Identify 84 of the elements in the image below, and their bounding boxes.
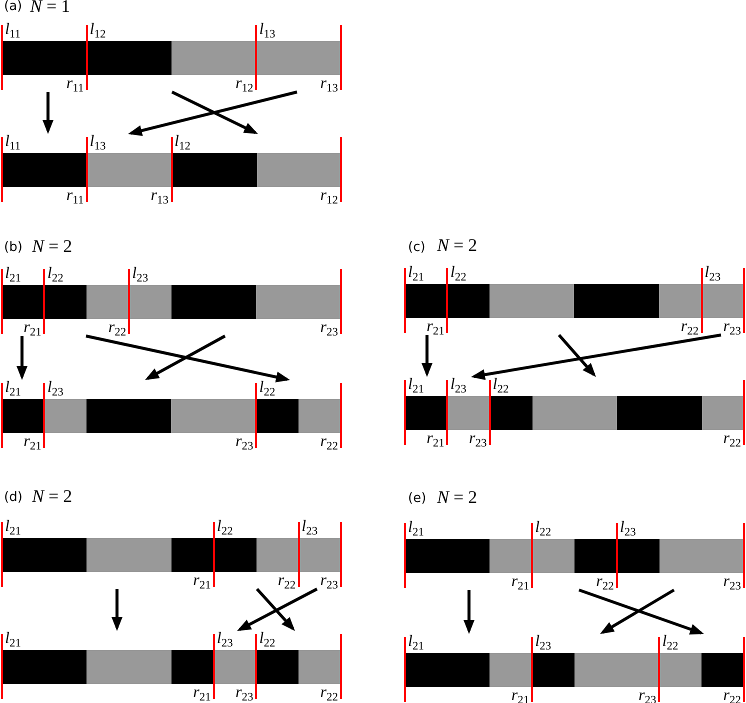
boundary-label: r$_{22}$ <box>723 688 741 703</box>
boundary-label: l$_{21}$ <box>5 380 21 396</box>
boundary-label: r$_{21}$ <box>24 434 42 450</box>
boundary-label: l$_{21}$ <box>5 631 21 647</box>
boundary-label: r$_{23}$ <box>320 573 338 589</box>
boundary-label: r$_{12}$ <box>320 188 338 204</box>
boundary-label: l$_{22}$ <box>492 377 509 393</box>
boundary-label: l$_{21}$ <box>408 265 424 281</box>
arrow <box>112 589 122 631</box>
boundary-label: l$_{22}$ <box>47 266 64 282</box>
boundary-label: l$_{22}$ <box>662 634 678 650</box>
boundary-label: r$_{21}$ <box>193 685 211 701</box>
boundary-label: r$_{13}$ <box>320 76 338 92</box>
boundary-label: r$_{23}$ <box>723 319 741 335</box>
boundary-label: l$_{23}$ <box>704 265 721 281</box>
panel-label: (e) <box>408 491 426 507</box>
boundary-label: l$_{21}$ <box>408 634 424 650</box>
boundary-label: l$_{23}$ <box>132 266 148 282</box>
arrow <box>422 335 432 377</box>
arrow <box>558 334 596 377</box>
boundary-label: l$_{23}$ <box>620 520 636 536</box>
boundary-label: r$_{22}$ <box>320 434 338 450</box>
arrow <box>86 334 290 382</box>
boundary-label: r$_{21}$ <box>511 574 530 590</box>
parameter-label: N = 2 <box>437 488 478 506</box>
arrow <box>256 588 295 631</box>
arrow <box>578 588 704 635</box>
arrow <box>171 90 258 134</box>
boundary-label: r$_{21}$ <box>24 320 42 336</box>
parameter-label: N = 2 <box>437 236 478 254</box>
arrow <box>42 92 54 134</box>
boundary-label: l$_{22}$ <box>259 631 276 647</box>
boundary-label: l$_{21}$ <box>5 519 21 535</box>
boundary-label: l$_{23}$ <box>535 634 552 650</box>
boundary-label: l$_{13}$ <box>90 134 106 150</box>
boundary-label: l$_{23}$ <box>216 631 233 647</box>
boundary-label: l$_{11}$ <box>5 22 21 38</box>
boundary-label: r$_{22}$ <box>320 685 338 701</box>
boundary-label: r$_{23}$ <box>236 434 254 450</box>
arrow <box>471 334 722 380</box>
boundary-label: r$_{11}$ <box>66 188 84 204</box>
boundary-label: l$_{11}$ <box>5 134 21 150</box>
panel-label: (c) <box>408 240 426 256</box>
boundary-label: r$_{22}$ <box>278 573 296 589</box>
arrow <box>237 588 318 631</box>
boundary-label: r$_{13}$ <box>150 188 168 204</box>
panel-label: (a) <box>4 0 22 15</box>
parameter-label: N = 2 <box>32 487 72 505</box>
boundary-label: r$_{23}$ <box>723 574 741 590</box>
boundary-label: l$_{12}$ <box>174 134 190 150</box>
arrow <box>464 590 474 634</box>
boundary-label: l$_{13}$ <box>259 22 276 38</box>
boundary-label: r$_{21}$ <box>511 688 530 703</box>
boundary-label: r$_{22}$ <box>596 574 614 590</box>
boundary-label: r$_{22}$ <box>108 320 126 336</box>
arrow <box>128 90 298 136</box>
parameter-label: N = 2 <box>32 237 72 255</box>
boundary-label: r$_{12}$ <box>236 76 254 92</box>
panel-label: (d) <box>4 490 22 506</box>
boundary-label: l$_{21}$ <box>5 266 21 282</box>
arrow <box>145 334 226 380</box>
boundary-label: l$_{22}$ <box>216 519 233 535</box>
panel-label: (b) <box>4 240 22 256</box>
boundary-label: r$_{23}$ <box>236 685 254 701</box>
boundary-label: r$_{22}$ <box>680 319 699 335</box>
boundary-label: l$_{21}$ <box>408 377 424 393</box>
boundary-label: r$_{22}$ <box>723 431 741 447</box>
boundary-label: r$_{21}$ <box>426 431 444 447</box>
boundary-label: l$_{22}$ <box>450 265 466 281</box>
boundary-label: l$_{23}$ <box>450 377 466 393</box>
boundary-label: l$_{12}$ <box>90 22 106 38</box>
boundary-label: r$_{23}$ <box>320 320 338 336</box>
boundary-label: l$_{23}$ <box>47 380 64 396</box>
boundary-label: r$_{11}$ <box>66 76 84 92</box>
boundary-label: r$_{21}$ <box>426 319 444 335</box>
arrow <box>600 588 675 634</box>
boundary-label: l$_{23}$ <box>302 519 318 535</box>
boundary-label: l$_{21}$ <box>408 520 424 536</box>
parameter-label: N = 1 <box>30 0 70 15</box>
boundary-label: l$_{22}$ <box>259 380 276 396</box>
boundary-label: l$_{22}$ <box>535 520 552 536</box>
arrow <box>16 336 28 380</box>
boundary-label: r$_{23}$ <box>469 431 487 447</box>
boundary-label: r$_{21}$ <box>193 573 211 589</box>
